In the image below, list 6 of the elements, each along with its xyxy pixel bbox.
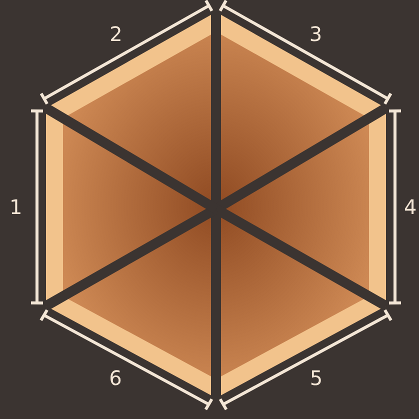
dimension-label: 5 (310, 368, 323, 388)
dimension-label: 1 (10, 196, 22, 217)
dimension-label: 4 (404, 196, 417, 217)
dimension-label: 6 (109, 368, 122, 388)
dimension-label: 3 (309, 24, 322, 44)
dimension-label: 2 (110, 24, 122, 44)
